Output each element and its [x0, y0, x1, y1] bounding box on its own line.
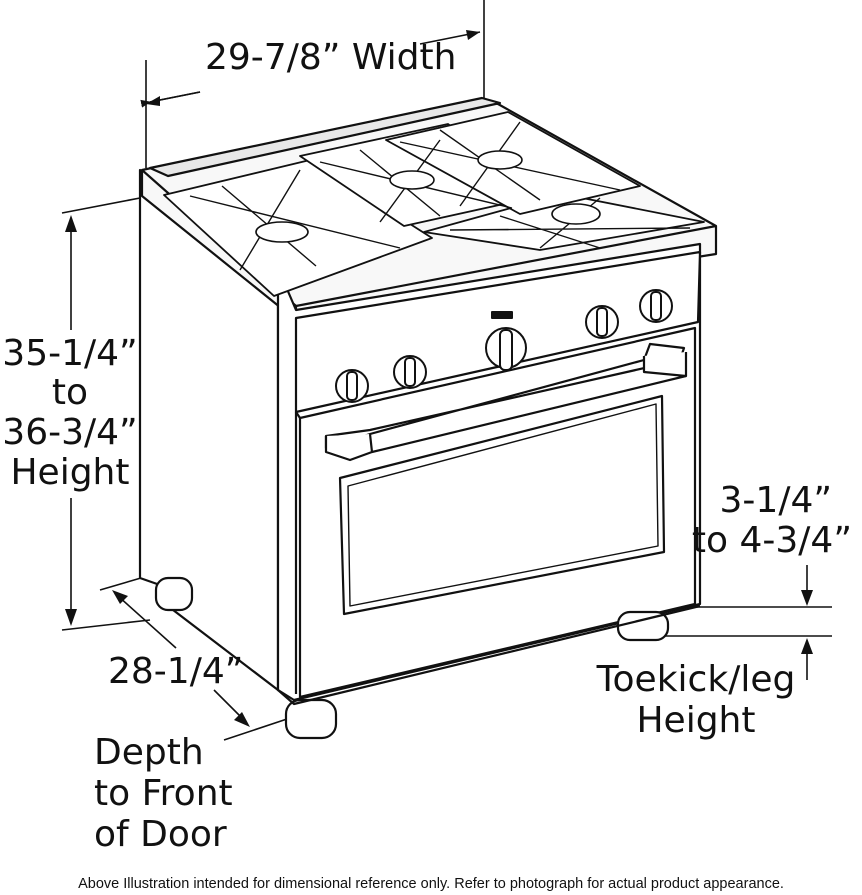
- height-label-line-1: 35-1/4”: [2, 333, 138, 374]
- depth-caption-line-3: of Door: [94, 814, 227, 855]
- front-left-foot: [284, 698, 338, 740]
- height-label-line-3: 36-3/4”: [2, 412, 138, 453]
- knob-2: [393, 355, 427, 389]
- control-knobs: [335, 289, 673, 403]
- depth-arrow: [117, 595, 177, 649]
- toekick-value-line-2: to 4-3/4”: [691, 520, 852, 561]
- disclaimer-footnote: Above Illustration intended for dimensio…: [78, 876, 784, 892]
- dimension-lines: [61, 0, 832, 741]
- height-label-line-2: to: [51, 372, 89, 413]
- burner-grates: [163, 111, 705, 297]
- depth-caption-line-2: to Front: [94, 773, 233, 814]
- height-label-line-4: Height: [10, 452, 130, 493]
- knob-4: [585, 305, 619, 339]
- knob-5: [639, 289, 673, 323]
- back-left-foot: [154, 576, 194, 612]
- back-rim: [148, 96, 502, 178]
- width-label: 29-7/8” Width: [205, 37, 457, 78]
- knob-1: [335, 369, 369, 403]
- toekick-caption-line-2: Height: [636, 700, 756, 741]
- range-illustration: [138, 96, 718, 740]
- toekick-value-line-1: 3-1/4”: [719, 480, 832, 521]
- burner-caps: [255, 150, 601, 243]
- knob-3: [485, 327, 527, 371]
- depth-value-label: 28-1/4”: [108, 651, 244, 692]
- toekick-caption-line-1: Toekick/leg: [596, 659, 796, 700]
- oven-window: [338, 394, 666, 616]
- depth-caption-line-1: Depth: [94, 732, 204, 773]
- brand-badge: [491, 311, 513, 319]
